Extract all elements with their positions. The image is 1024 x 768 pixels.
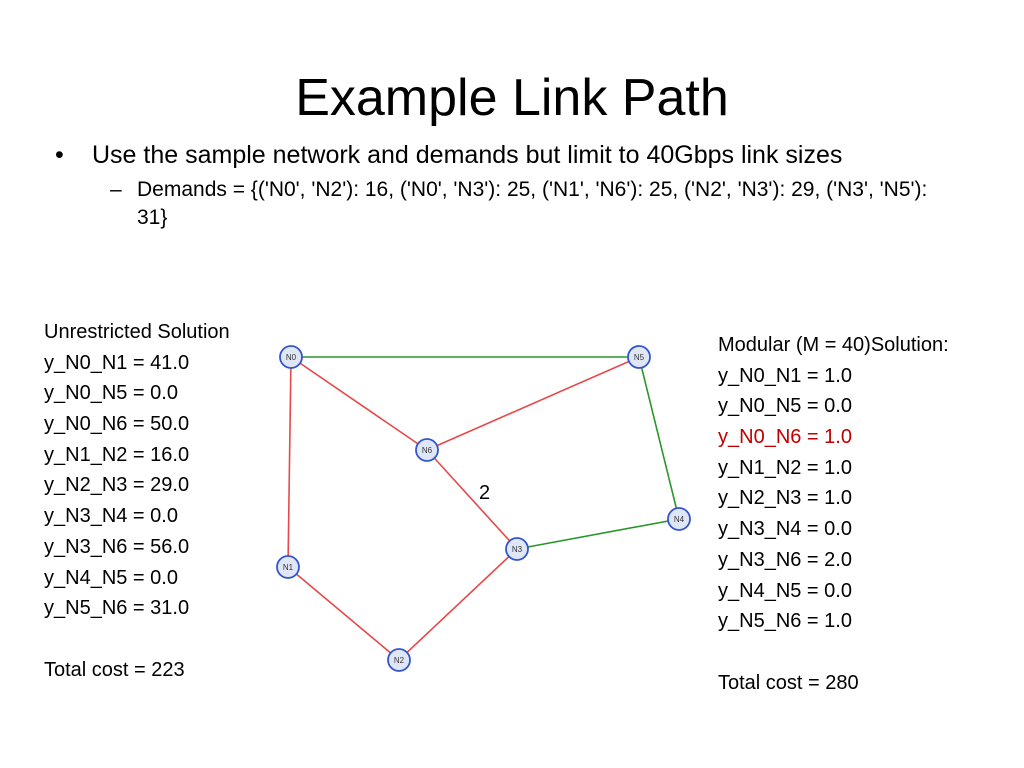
node-label: N6	[422, 446, 433, 455]
node-N4: N4	[667, 507, 691, 531]
node-circle	[276, 555, 300, 579]
unrestricted-line: y_N5_N6 = 31.0	[44, 597, 190, 620]
unrestricted-total: Total cost = 223	[44, 658, 185, 681]
edge-N2-N3	[398, 548, 518, 661]
node-N1: N1	[276, 555, 300, 579]
unrestricted-line: y_N3_N6 = 56.0	[44, 535, 190, 558]
edge-N3-N4	[516, 518, 680, 550]
bullet-dot: •	[55, 141, 64, 169]
node-N2: N2	[387, 648, 411, 672]
node-label: N1	[283, 563, 294, 572]
unrestricted-line: y_N0_N5 = 0.0	[44, 382, 178, 405]
unrestricted-line: y_N2_N3 = 29.0	[44, 474, 190, 497]
node-label: N3	[512, 545, 523, 554]
unrestricted-line: y_N3_N4 = 0.0	[44, 505, 178, 528]
modular-heading: Modular (M = 40)Solution:	[718, 334, 949, 356]
main-bullet-text: Use the sample network and demands but l…	[92, 141, 843, 169]
edge-N0-N6	[290, 356, 428, 451]
node-circle	[415, 438, 439, 462]
blank-line	[44, 624, 230, 655]
modular-total: Total cost = 280	[718, 671, 859, 694]
edge-N0-N1	[287, 356, 292, 568]
node-circle	[279, 345, 303, 369]
blank-line	[718, 637, 949, 668]
modular-line: y_N0_N1 = 1.0	[718, 364, 852, 387]
edge-N3-N6	[426, 449, 518, 550]
unrestricted-line: y_N0_N1 = 41.0	[44, 351, 190, 374]
node-circle	[627, 345, 651, 369]
unrestricted-solution: Unrestricted Solution y_N0_N1 = 41.0 y_N…	[44, 317, 230, 685]
node-label: N4	[674, 515, 685, 524]
modular-line: y_N4_N5 = 0.0	[718, 579, 852, 602]
bullet-dash: –	[110, 178, 122, 201]
graph-edges	[287, 356, 680, 661]
node-circle	[667, 507, 691, 531]
unrestricted-line: y_N1_N2 = 16.0	[44, 443, 190, 466]
edge-label: 2	[479, 482, 490, 504]
modular-line: y_N1_N2 = 1.0	[718, 456, 852, 479]
edge-N1-N2	[287, 566, 400, 661]
node-circle	[505, 537, 529, 561]
modular-line: y_N2_N3 = 1.0	[718, 487, 852, 510]
node-N6: N6	[415, 438, 439, 462]
node-label: N0	[286, 353, 297, 362]
slide-title: Example Link Path	[295, 69, 729, 127]
modular-line: y_N0_N5 = 0.0	[718, 395, 852, 418]
edge-N5-N4	[638, 356, 680, 520]
node-label: N5	[634, 353, 645, 362]
modular-line-highlighted: y_N0_N6 = 1.0	[718, 426, 852, 449]
demands-text: Demands = {('N0', 'N2'): 16, ('N0', 'N3'…	[137, 178, 928, 229]
node-circle	[387, 648, 411, 672]
unrestricted-line: y_N4_N5 = 0.0	[44, 566, 178, 589]
modular-line: y_N5_N6 = 1.0	[718, 610, 852, 633]
node-N3: N3	[505, 537, 529, 561]
node-label: N2	[394, 656, 405, 665]
modular-line: y_N3_N6 = 2.0	[718, 548, 852, 571]
modular-solution: Modular (M = 40)Solution: y_N0_N1 = 1.0 …	[718, 330, 949, 698]
unrestricted-heading: Unrestricted Solution	[44, 321, 230, 343]
unrestricted-line: y_N0_N6 = 50.0	[44, 413, 190, 436]
node-N5: N5	[627, 345, 651, 369]
edge-N5-N6	[426, 356, 640, 451]
node-N0: N0	[279, 345, 303, 369]
modular-line: y_N3_N4 = 0.0	[718, 518, 852, 541]
